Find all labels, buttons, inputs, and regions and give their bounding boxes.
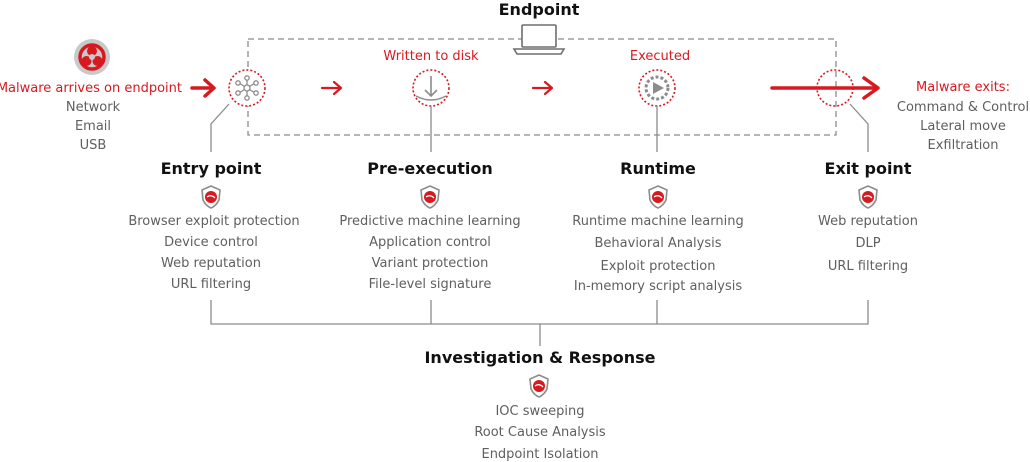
shield-icon xyxy=(648,185,668,209)
capability-item: Device control xyxy=(164,235,258,250)
column-title-runtime: Runtime xyxy=(620,159,696,178)
capability-item: DLP xyxy=(855,236,881,251)
capability-item: Variant protection xyxy=(371,256,489,271)
flow-arrow-1 xyxy=(320,80,343,96)
arrival-label: Malware arrives on endpoint xyxy=(0,81,182,96)
exit-arrow xyxy=(770,76,880,100)
laptop-icon xyxy=(512,24,566,55)
endpoint-label: Endpoint xyxy=(498,0,580,19)
capability-item: Browser exploit protection xyxy=(128,214,300,229)
capability-item: In-memory script analysis xyxy=(573,279,743,294)
capability-item: Predictive machine learning xyxy=(339,214,521,229)
investigation-item: Root Cause Analysis xyxy=(474,425,606,440)
arrival-vector: Email xyxy=(74,119,112,134)
biohazard-icon xyxy=(74,39,110,75)
column-title-pre-execution: Pre-execution xyxy=(367,159,493,178)
network-node-icon xyxy=(228,69,266,107)
exit-label: Malware exits: xyxy=(916,80,1010,95)
investigation-item: Endpoint Isolation xyxy=(481,447,599,462)
shield-icon xyxy=(858,185,878,209)
capability-item: URL filtering xyxy=(170,277,252,292)
capability-item: Behavioral Analysis xyxy=(594,236,722,251)
arrival-vector: USB xyxy=(79,138,107,153)
exit-vector: Command & Control xyxy=(896,100,1030,115)
capability-item: File-level signature xyxy=(368,277,492,292)
column-title-exit-point: Exit point xyxy=(824,159,912,178)
exit-vector: Exfiltration xyxy=(927,138,999,153)
connector-lines xyxy=(210,103,869,346)
column-title-entry-point: Entry point xyxy=(160,159,262,178)
capability-item: Web reputation xyxy=(818,214,918,229)
written-to-disk-label: Written to disk xyxy=(383,49,479,64)
shield-icon xyxy=(201,185,221,209)
investigation-title: Investigation & Response xyxy=(424,348,656,367)
execute-gear-icon xyxy=(638,69,676,107)
capability-item: Exploit protection xyxy=(600,259,716,274)
capability-item: Web reputation xyxy=(161,256,261,271)
capability-item: Application control xyxy=(369,235,491,250)
flow-arrow-2 xyxy=(531,80,554,96)
exit-circle-icon xyxy=(816,69,854,107)
shield-icon xyxy=(529,374,549,398)
exit-vector: Lateral move xyxy=(920,119,1006,134)
capability-item: Runtime machine learning xyxy=(572,214,744,229)
arrival-vector: Network xyxy=(65,100,121,115)
arrival-arrow xyxy=(190,78,216,98)
capability-item: URL filtering xyxy=(827,259,909,274)
executed-label: Executed xyxy=(629,49,691,64)
investigation-item: IOC sweeping xyxy=(495,404,585,419)
shield-icon xyxy=(420,185,440,209)
disk-write-icon xyxy=(412,69,450,107)
